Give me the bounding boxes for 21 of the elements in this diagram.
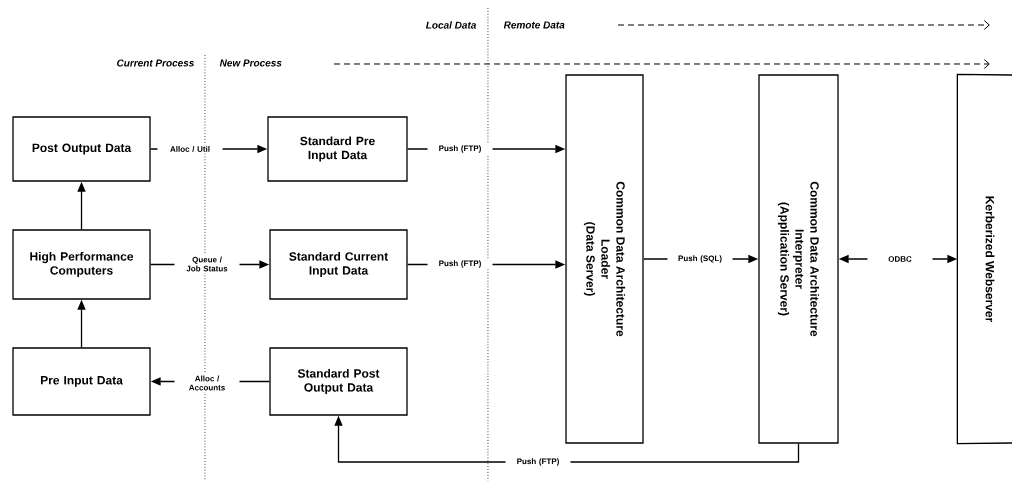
server-box: Kerberized Webserver xyxy=(956,73,1012,445)
edge-label: Push (FTP) xyxy=(427,258,493,270)
section-label: New Process xyxy=(219,59,282,67)
server-box: Common Data Architecture Loader (Data Server) xyxy=(565,74,644,444)
process-box: Standard Post Output Data xyxy=(269,347,408,416)
edge-label: ODBC xyxy=(867,254,933,264)
edge-label: Alloc / Accounts xyxy=(174,374,240,392)
edge-label: Push (FTP) xyxy=(427,143,493,155)
process-box: Post Output Data xyxy=(12,116,151,182)
section-label: Current Process xyxy=(117,59,194,67)
edge-label: Queue / Job Status xyxy=(174,255,240,273)
edge-label: Alloc / Util xyxy=(157,144,223,154)
server-box: Common Data Architecture Interpreter (Application Server) xyxy=(758,74,839,444)
process-box: High Performance Computers xyxy=(12,229,151,300)
process-box: Standard Pre Input Data xyxy=(267,116,408,182)
process-box: Pre Input Data xyxy=(12,347,151,416)
section-label: Remote Data xyxy=(503,21,565,29)
section-label: Local Data xyxy=(425,21,477,29)
edge-label: Push (SQL) xyxy=(667,253,733,265)
edge-label: Push (FTP) xyxy=(505,456,571,468)
process-box: Standard Current Input Data xyxy=(269,229,408,300)
